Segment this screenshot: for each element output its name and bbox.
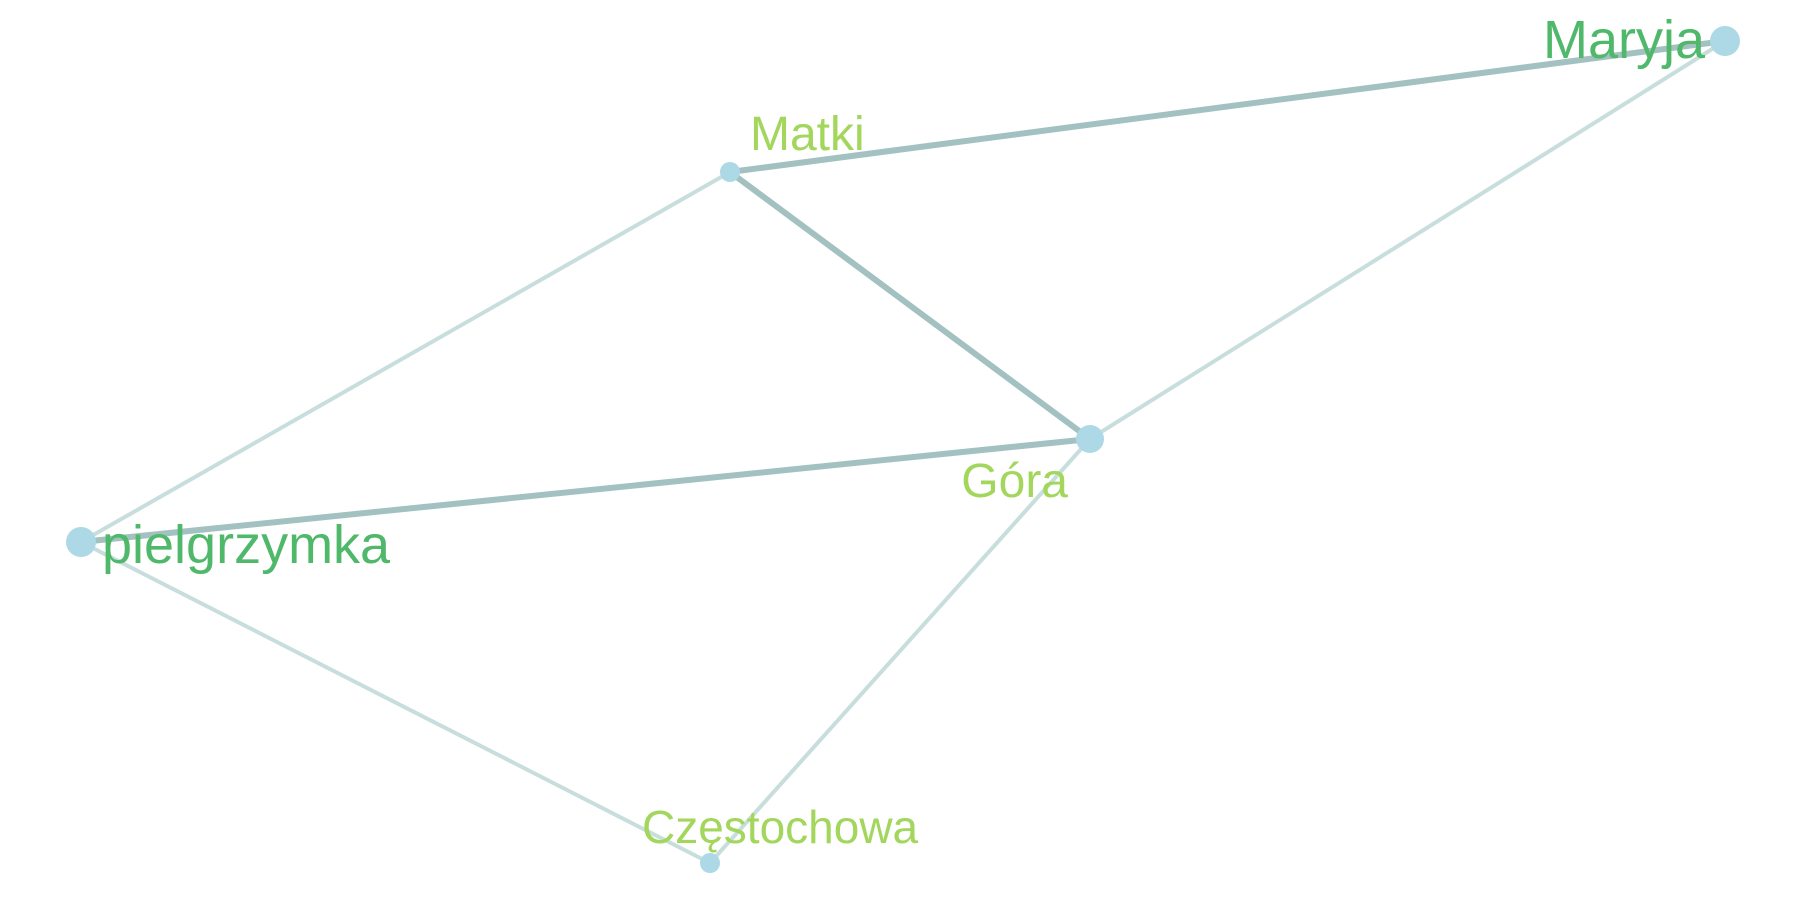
edge-gora-maryja [1088,39,1727,441]
edges-layer [78,38,1728,865]
edge-czestochowa-gora [708,437,1092,865]
edge-pielgrzymka-czestochowa [79,540,712,865]
edge-matki-gora [727,169,1093,442]
edge-pielgrzymka-gora [78,436,1093,545]
node-pielgrzymka[interactable] [66,527,96,557]
node-label-gora: Góra [961,455,1068,508]
edge-matki-maryja [727,38,1728,175]
node-maryja[interactable] [1710,26,1740,56]
node-label-pielgrzymka: pielgrzymka [102,515,391,575]
edge-pielgrzymka-matki [79,170,732,544]
node-czestochowa[interactable] [700,853,720,873]
node-label-maryja: Maryja [1543,10,1706,70]
node-label-matki: Matki [750,108,865,161]
node-gora[interactable] [1076,425,1104,453]
nodes-layer [66,26,1740,873]
node-label-czestochowa: Częstochowa [642,801,919,853]
node-matki[interactable] [720,162,740,182]
